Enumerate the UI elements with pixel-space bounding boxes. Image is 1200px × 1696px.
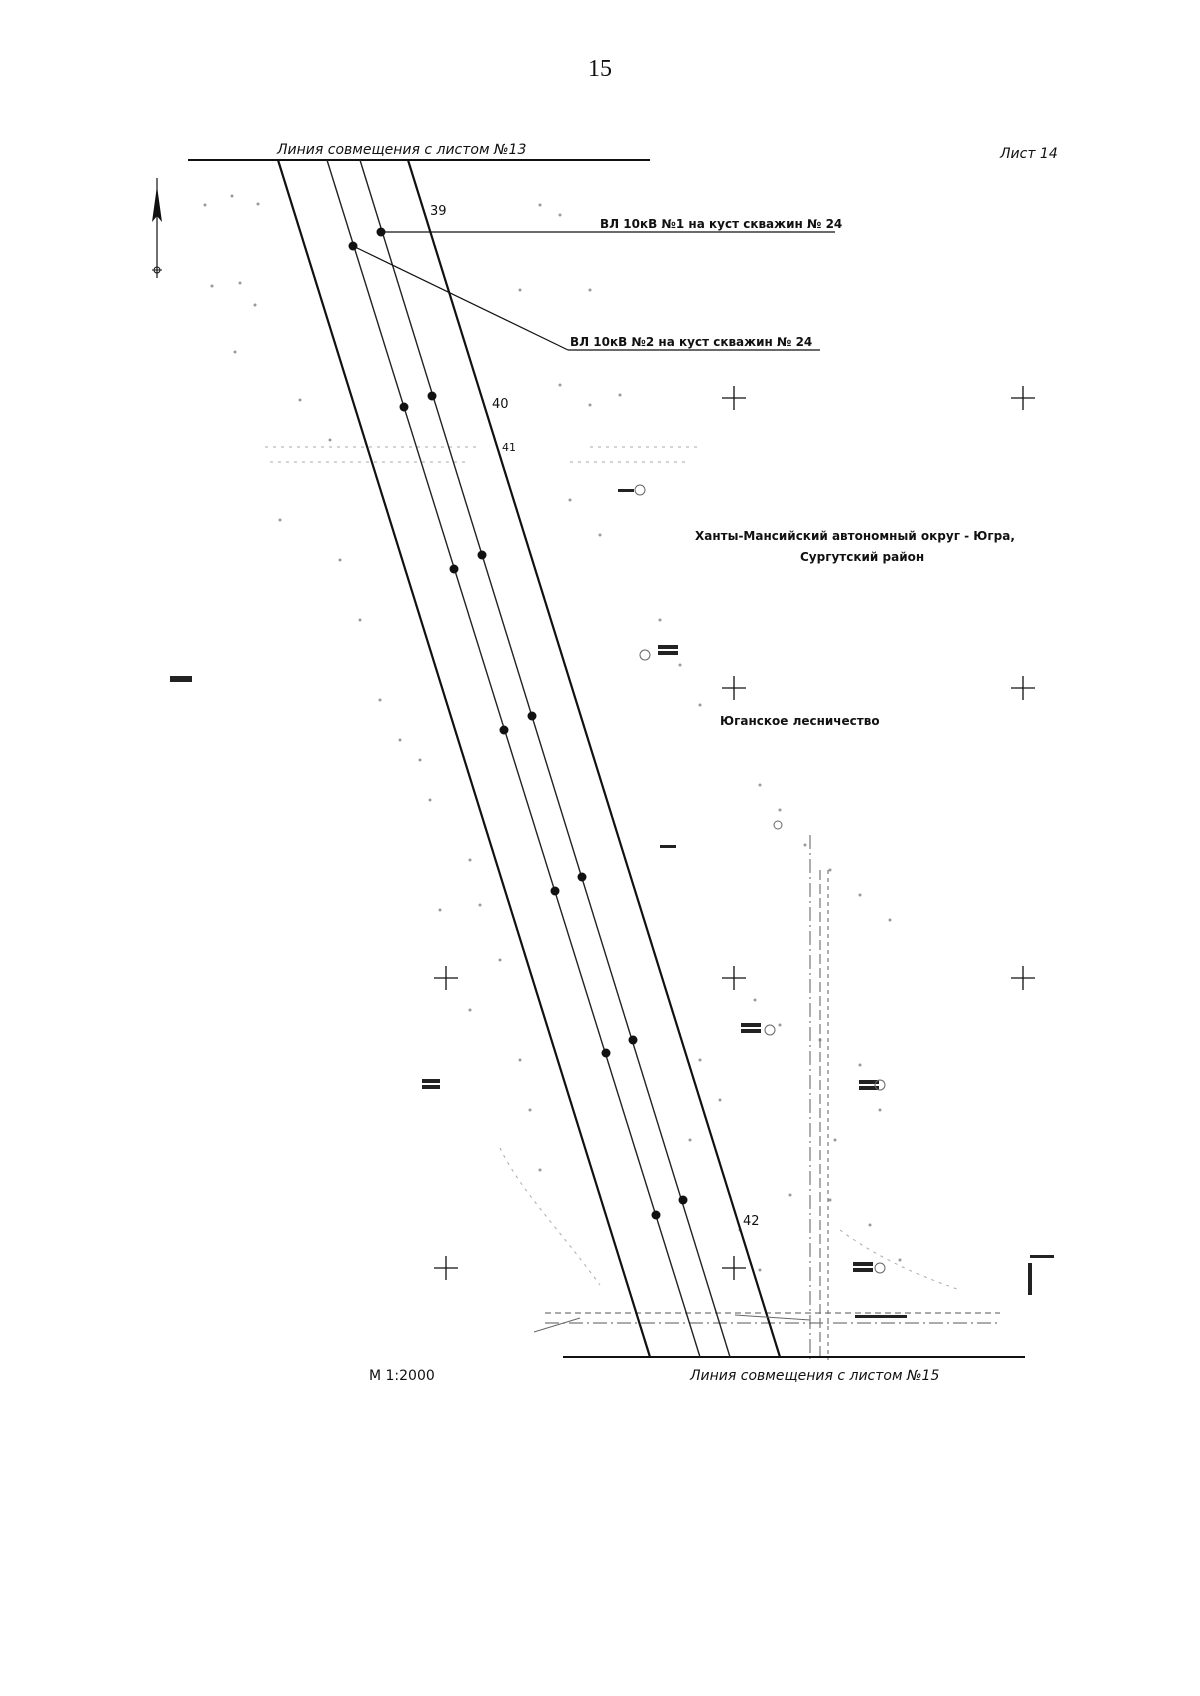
terrain-contours [265, 446, 961, 1291]
power-line-1-label: ВЛ 10кВ №1 на куст скважин № 24 [600, 217, 842, 231]
sheet-label: Лист 14 [999, 146, 1058, 162]
picket-39: 39 [430, 204, 447, 219]
match-line-top-label: Линия совмещения с листом №13 [276, 142, 526, 158]
label-leaders [352, 231, 835, 351]
poles-line-1 [376, 227, 688, 1205]
page-number: 15 [588, 56, 612, 82]
region-label-line2: Сургутский район [800, 550, 924, 564]
power-line-2 [326, 159, 701, 1358]
picket-42: 42 [743, 1214, 760, 1229]
terrain-speckle [203, 194, 902, 1272]
region-label-line1: Ханты-Мансийский автономный округ - Югра… [695, 529, 1015, 543]
forestry-label: Юганское лесничество [720, 714, 880, 728]
grid-crosses [434, 386, 1035, 1280]
small-marks [533, 484, 886, 1333]
power-line-2-label: ВЛ 10кВ №2 на куст скважин № 24 [570, 335, 812, 349]
corridor-boundaries [276, 159, 782, 1358]
power-line-1 [359, 159, 731, 1358]
poles-line-2 [348, 241, 661, 1220]
boundary-lines [545, 835, 1000, 1360]
forest-symbols [170, 489, 1054, 1318]
scale-label: М 1:2000 [369, 1368, 435, 1384]
picket-41: 41 [502, 441, 516, 454]
picket-40: 40 [492, 397, 509, 412]
match-line-bottom-label: Линия совмещения с листом №15 [689, 1368, 939, 1384]
north-arrow-icon [152, 178, 162, 278]
